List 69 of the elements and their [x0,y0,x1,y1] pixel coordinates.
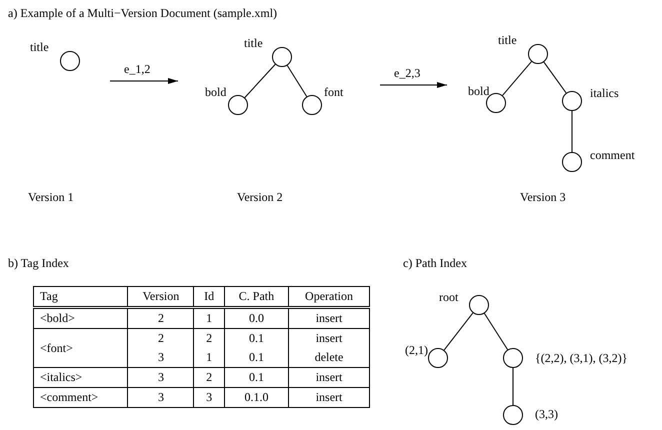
edge-label: e_1,2 [124,62,150,76]
table-cell: 1 [194,308,224,328]
tree-edge [286,64,308,98]
table-cell: 0.1 [224,348,289,368]
table-cell: <italics> [34,368,128,388]
table-cell: 3 [194,388,224,408]
node-label: title [498,33,517,47]
table-cell: insert [288,388,370,408]
node-label: root [439,290,458,304]
node-label: (2,1) [405,343,428,357]
table-cell: 0.1 [224,328,289,348]
node-label: font [324,85,344,99]
header-cell: Operation [288,286,370,308]
node-label: bold [205,85,226,99]
header-cell: Id [194,286,224,308]
table-cell: insert [288,308,370,328]
table-cell: 0.1.0 [224,388,289,408]
node-label: comment [590,148,635,162]
tree-caption: Version 1 [28,190,74,204]
tree-edge [244,64,276,98]
table-cell: 3 [128,368,194,388]
tree-node [302,95,322,115]
table-cell: 2 [194,368,224,388]
edge-label: e_2,3 [394,66,420,80]
header-cell: Tag [34,286,128,308]
tree-node [562,152,582,172]
tree-node [528,44,548,64]
table-cell: <comment> [34,388,128,408]
tree-edge [484,312,508,350]
table-cell: <bold> [34,308,128,328]
tree-node [60,51,80,71]
tree-node [503,348,523,368]
tree-caption: Version 2 [237,190,283,204]
tree-node [503,405,523,425]
table-cell: 2 [128,328,194,348]
table-cell: 3 [128,348,194,368]
arrow [380,82,448,88]
table-cell: 0.0 [224,308,289,328]
arrow [110,78,178,84]
section-heading: b) Tag Index [8,256,69,270]
table-cell: 0.1 [224,368,289,388]
node-label: title [244,36,263,50]
tree-node [428,348,448,368]
table-cell: delete [288,348,370,368]
tree-node [562,91,582,111]
table-cell: 3 [128,388,194,408]
node-label: italics [590,86,619,100]
tree-edge [502,61,532,96]
table-cell: 2 [128,308,194,328]
tree-edge [543,62,567,94]
section-heading: a) Example of a Multi−Version Document (sample.xml) [8,6,278,20]
header-cell: C. Path [224,286,289,308]
node-label: (3,3) [535,407,558,421]
tree-edge [512,368,514,406]
tree-caption: Version 3 [520,190,566,204]
node-label: {(2,2), (3,1), (3,2)} [535,351,628,365]
header-cell: Version [128,286,194,308]
node-label: title [30,40,49,54]
tree-node [469,295,489,315]
table-cell: <font> [34,328,128,368]
table-cell: insert [288,368,370,388]
table-cell: 2 [194,328,224,348]
tree-edge [444,312,474,351]
tree-node [272,47,292,67]
tree-node [228,95,248,115]
table-cell: insert [288,328,370,348]
node-label: bold [468,84,490,98]
section-heading: c) Path Index [403,256,467,270]
table-cell: 1 [194,348,224,368]
